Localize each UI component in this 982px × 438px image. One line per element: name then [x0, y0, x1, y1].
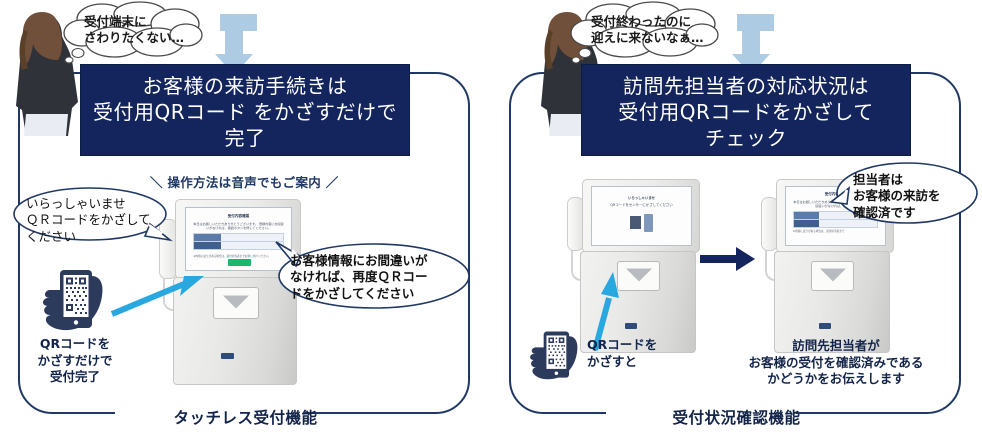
reception-kiosk-right-a: いらっしゃいませ QRコードをセンサーにかざしてください nanoRecepti…: [563, 175, 703, 355]
thought-bubble-left-text: 受付端末に さわりたくない…: [84, 14, 184, 46]
headline-box-left: お客様の来訪手続きは 受付用QRコード をかざすだけで 完了: [80, 64, 410, 156]
speech-bubble-greeting-text: いらっしゃいませ ＱＲコードをかざして ください: [26, 196, 151, 245]
outline-gap-right: [606, 405, 796, 415]
reception-kiosk-left: 受付内容確認 本日はお越しいただきありがとうございます。 登録内容にお間違いがな…: [155, 195, 305, 385]
thought-line: 迎えに来ないなぁ…: [591, 30, 704, 45]
screen-note: ※内容に誤りがある場合は、受付担当者まで: [792, 230, 845, 234]
caption-line: 訪問先担当者が: [792, 338, 880, 353]
cyan-pointer-arrow-right: [575, 270, 635, 352]
footer-label-right: 受付状況確認機能: [672, 409, 801, 427]
result-caption-right: 訪問先担当者が お客様の受付を確認済みである かどうかをお伝えします: [721, 338, 951, 388]
screen-confirm-button[interactable]: [228, 259, 252, 266]
qr-reader-window[interactable]: [213, 287, 259, 319]
speech-bubble-status-text: 担当者は お客様の来訪を 確認済です: [853, 172, 941, 221]
headline-line: チェック: [705, 126, 787, 150]
caption-line: かざすと: [587, 353, 638, 369]
qr-reader-window[interactable]: [811, 261, 854, 291]
reader-triangle-icon: [819, 268, 846, 282]
headline-line: 訪問先担当者の対応状況は: [623, 74, 869, 98]
speech-line: 確認済です: [853, 204, 916, 220]
arrow-shaft: [225, 28, 243, 58]
speech-line: 担当者は: [853, 172, 904, 187]
screen-title: 受付内容確認: [227, 213, 250, 218]
qr-code-in-hand-icon-right: [523, 322, 585, 384]
arrow-shaft: [742, 28, 760, 58]
screen-subtitle: QRコードをセンサーにかざしてください: [610, 203, 673, 208]
kiosk-body: [173, 277, 297, 385]
cyan-pointer-arrow-left: [110, 270, 210, 318]
thought-bubble-left: 受付端末に さわりたくない…: [62, 1, 212, 64]
qr-caption-right: QRコードを かざすと: [587, 337, 697, 370]
qr-scan-icon: [629, 213, 654, 234]
kiosk-screen-left: 受付内容確認 本日はお越しいただきありがとうございます。 登録内容にお間違いがな…: [185, 207, 292, 271]
speech-line: いらっしゃいませ: [26, 196, 126, 211]
panel-reception-status-check: 受付終わったのに 迎えに来ないなぁ… 訪問先担当者の対応状況は 受付用QRコード…: [491, 0, 982, 438]
screen-row-label: [194, 241, 221, 249]
footer-label-left: タッチレス受付機能: [173, 409, 318, 427]
headline-line: 完了: [224, 126, 266, 150]
screen-row-label: [793, 212, 819, 219]
thought-bubble-right-text: 受付終わったのに 迎えに来ないなぁ…: [591, 14, 704, 46]
kiosk-logo-badge: [221, 353, 234, 359]
screen-row-label: [194, 233, 221, 241]
speech-line: ＱＲコードをかざして: [26, 212, 151, 228]
speech-bubble-confirm-text: お客様情報にお間違いが なければ、再度ＱＲコー ドをかざしてください: [290, 253, 428, 302]
device-glyph: [643, 213, 654, 232]
kiosk-screen-welcome: いらっしゃいませ QRコードをセンサーにかざしてください: [591, 186, 692, 246]
screen-row-label: [793, 220, 819, 227]
reader-triangle-icon: [223, 295, 249, 309]
headline-line: 受付用QRコードをかざして: [618, 100, 874, 124]
speech-line: ドをかざしてください: [290, 285, 415, 301]
arrow-stem: [737, 14, 774, 31]
kiosk-logo-badge: [819, 323, 831, 329]
right-block-arrow-icon: [700, 245, 756, 273]
speech-bubble-status: 担当者は お客様の来訪を 確認済です: [828, 158, 979, 230]
headline-line: お客様の来訪手続きは: [142, 74, 348, 98]
qr-caption-left: QRコードを かざすだけで 受付完了: [16, 336, 134, 386]
thought-line: 受付端末に: [84, 14, 147, 29]
headline-line: 受付用QRコード をかざすだけで: [93, 100, 397, 124]
caption-line: QRコードを: [587, 337, 658, 352]
screen-note: ※内容に誤りがある場合は、受付担当者までお申し付けください。: [193, 254, 271, 258]
caption-line: お客様の受付を確認済みである: [748, 354, 924, 370]
kiosk-logo-badge: [625, 323, 637, 329]
panel-touchless-reception: 受付端末に さわりたくない… お客様の来訪手続きは 受付用QRコード をかざすだ…: [2, 1, 472, 427]
voice-guidance-caption: ＼ 操作方法は音声でもご案内 ／: [150, 175, 339, 190]
screen-subtitle: 本日はお越しいただきありがとうございます。 登録内容にお間違いがなければ、確認ボ…: [193, 221, 284, 231]
screen-row: [193, 240, 284, 250]
speech-line: お客様の来訪を: [853, 188, 941, 204]
outline-gap-left: [115, 405, 305, 415]
thought-bubble-right: 受付終わったのに 迎えに来ないなぁ…: [569, 1, 729, 64]
thought-line: 受付終わったのに: [591, 14, 692, 29]
caption-line: かどうかをお伝えします: [767, 371, 905, 387]
thought-line: さわりたくない…: [84, 30, 185, 45]
visitor-photo-left: [2, 10, 86, 136]
arrow-stem: [220, 14, 257, 31]
screen-title: いらっしゃいませ: [627, 196, 656, 201]
caption-line: かざすだけで: [37, 352, 113, 368]
speech-line: ください: [26, 228, 77, 244]
reader-triangle-icon: [625, 268, 652, 282]
screen-row: [792, 219, 879, 228]
qr-reader-window[interactable]: [617, 261, 660, 291]
screen-title: 受付内容確認: [824, 192, 847, 197]
speech-line: なければ、再度ＱＲコー: [290, 269, 428, 285]
speech-bubble-confirm: お客様情報にお間違いが なければ、再度ＱＲコー ドをかざしてください: [272, 236, 472, 312]
caption-line: 受付完了: [49, 369, 100, 385]
caption-line: QRコードを: [39, 336, 111, 351]
speech-line: お客様情報にお間違いが: [290, 253, 428, 268]
qr-glyph: [629, 215, 641, 230]
headline-box-right: 訪問先担当者の対応状況は 受付用QRコードをかざして チェック: [581, 64, 911, 156]
speech-bubble-greeting: いらっしゃいませ ＱＲコードをかざして ください: [12, 186, 173, 248]
qr-code-in-hand-icon-left: [34, 258, 112, 336]
